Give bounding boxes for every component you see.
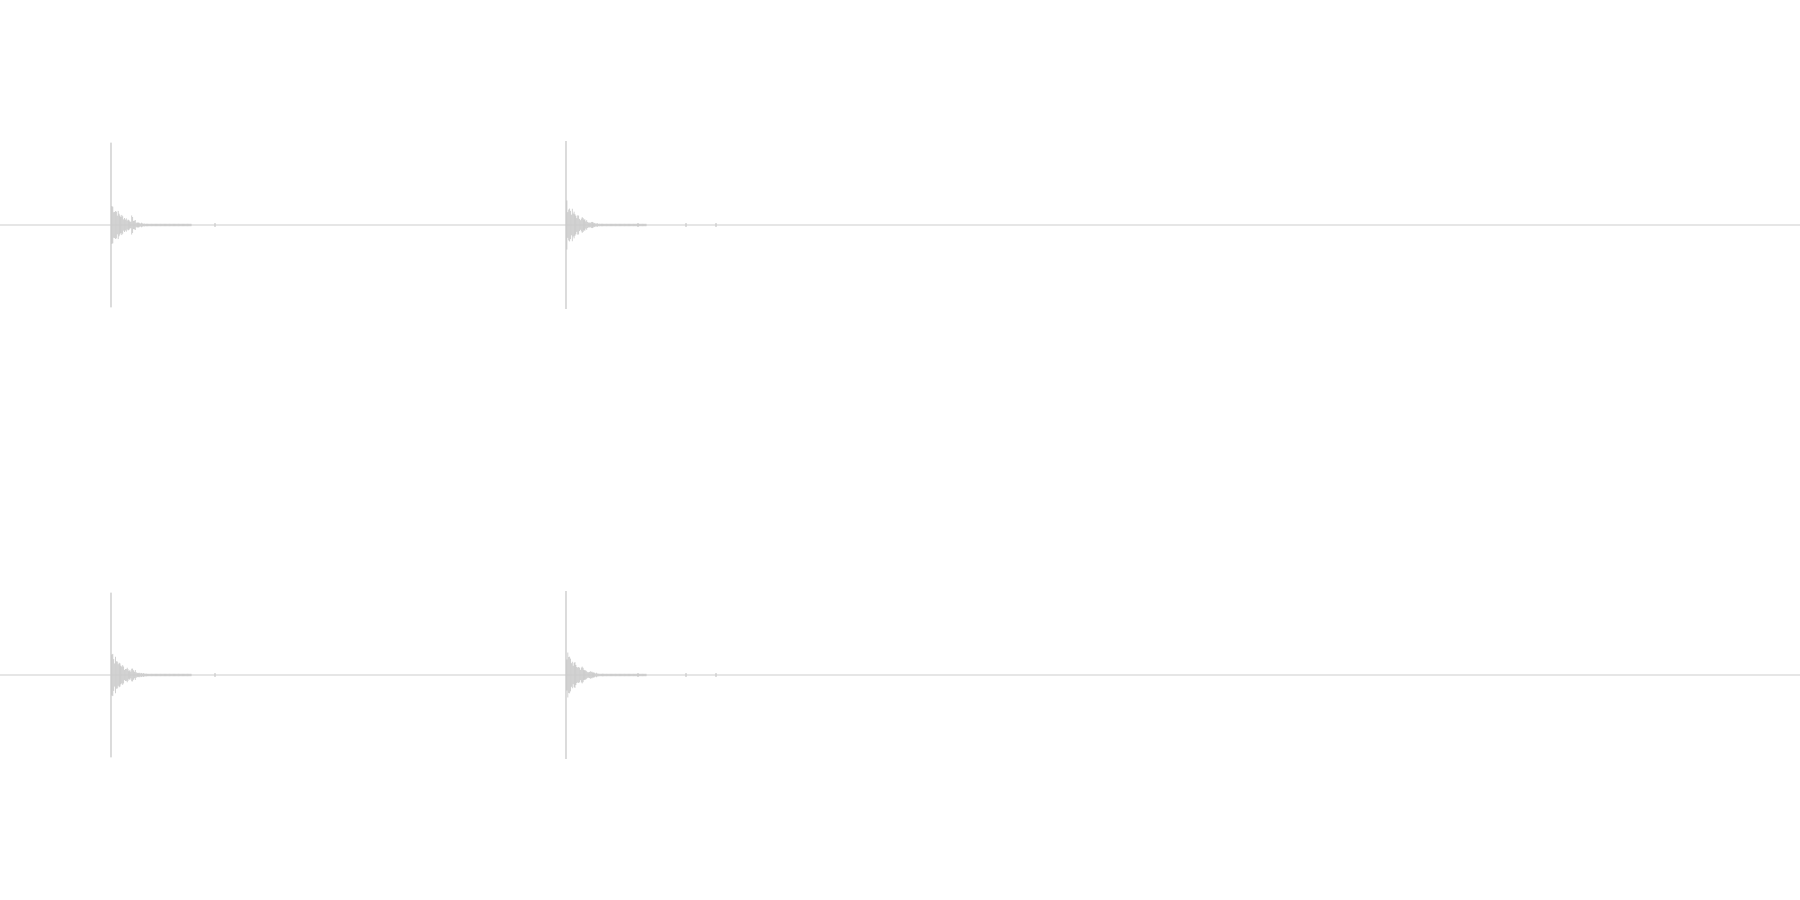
waveform-channel-2[interactable] (0, 450, 1800, 900)
audio-clip-1 (110, 592, 216, 758)
audio-clip-1 (110, 142, 216, 308)
waveform-channel-1-canvas (0, 141, 1800, 309)
waveform-channel-2-canvas (0, 591, 1800, 759)
waveform-channel-1[interactable] (0, 0, 1800, 450)
audio-clip-2 (565, 591, 717, 759)
audio-clip-2 (565, 141, 717, 309)
